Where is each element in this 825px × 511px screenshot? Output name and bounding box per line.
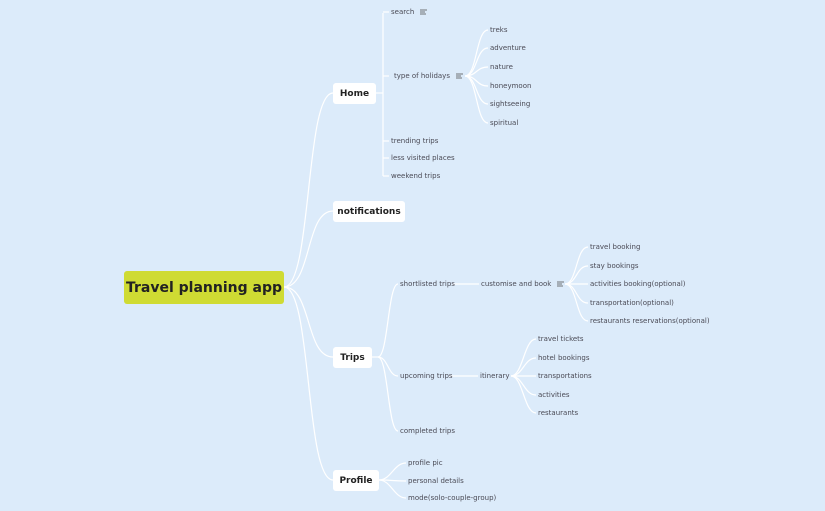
node-booking-item[interactable]: transportation(optional) [590, 299, 674, 307]
node-holiday-type[interactable]: sightseeing [490, 100, 531, 108]
node-profile-item[interactable]: profile pic [408, 459, 443, 467]
node-holiday-type[interactable]: nature [490, 63, 513, 71]
notes-icon [420, 9, 428, 15]
node-itinerary-item[interactable]: travel tickets [538, 335, 584, 343]
branch-trips[interactable]: Trips [333, 347, 372, 368]
connector [283, 92, 334, 288]
connector [464, 75, 489, 124]
branch-home[interactable]: Home [333, 83, 376, 104]
connector [283, 286, 334, 481]
connector [510, 338, 537, 377]
node-label: search [391, 8, 415, 16]
node-search[interactable]: search [391, 7, 428, 17]
connector [377, 283, 399, 358]
node-weekend-trips[interactable]: weekend trips [391, 172, 441, 180]
connector [283, 286, 334, 358]
connector [564, 283, 589, 322]
node-booking-item[interactable]: restaurants reservations(optional) [590, 317, 710, 325]
connector [564, 246, 589, 285]
node-profile-item[interactable]: personal details [408, 477, 464, 485]
node-holiday-type[interactable]: spiritual [490, 119, 519, 127]
node-profile-item[interactable]: mode(solo-couple-group) [408, 494, 497, 502]
branch-profile[interactable]: Profile [333, 470, 379, 491]
node-trending-trips[interactable]: trending trips [391, 137, 439, 145]
node-label: customise and book [481, 280, 552, 288]
node-itinerary-item[interactable]: transportations [538, 372, 592, 380]
node-itinerary-item[interactable]: hotel bookings [538, 354, 590, 362]
connector [510, 375, 537, 396]
notes-icon [557, 281, 565, 287]
node-shortlisted-trips[interactable]: shortlisted trips [400, 280, 455, 288]
node-booking-item[interactable]: stay bookings [590, 262, 639, 270]
node-itinerary[interactable]: itinerary [480, 372, 510, 380]
connector [510, 357, 537, 377]
node-completed-trips[interactable]: completed trips [400, 427, 456, 435]
root-node[interactable]: Travel planning app [124, 271, 284, 304]
connector [510, 375, 537, 414]
connector [464, 29, 489, 77]
node-less-visited-places[interactable]: less visited places [391, 154, 455, 162]
node-itinerary-item[interactable]: activities [538, 391, 570, 399]
node-holiday-type[interactable]: adventure [490, 44, 526, 52]
node-holiday-type[interactable]: honeymoon [490, 82, 532, 90]
node-booking-item[interactable]: travel booking [590, 243, 641, 251]
node-itinerary-item[interactable]: restaurants [538, 409, 579, 417]
node-booking-item[interactable]: activities booking(optional) [590, 280, 686, 288]
connector [377, 356, 399, 432]
connector [564, 265, 589, 285]
notes-icon [455, 73, 463, 79]
node-customise-and-book[interactable]: customise and book [481, 279, 565, 289]
branch-notifications[interactable]: notifications [333, 201, 405, 222]
connector [378, 462, 407, 481]
node-label: type of holidays [394, 72, 450, 80]
node-upcoming-trips[interactable]: upcoming trips [400, 372, 453, 380]
connector [564, 283, 589, 304]
connector [283, 210, 334, 288]
node-holiday-type[interactable]: treks [490, 26, 508, 34]
node-type-of-holidays[interactable]: type of holidays [394, 71, 463, 81]
connector [378, 479, 407, 499]
